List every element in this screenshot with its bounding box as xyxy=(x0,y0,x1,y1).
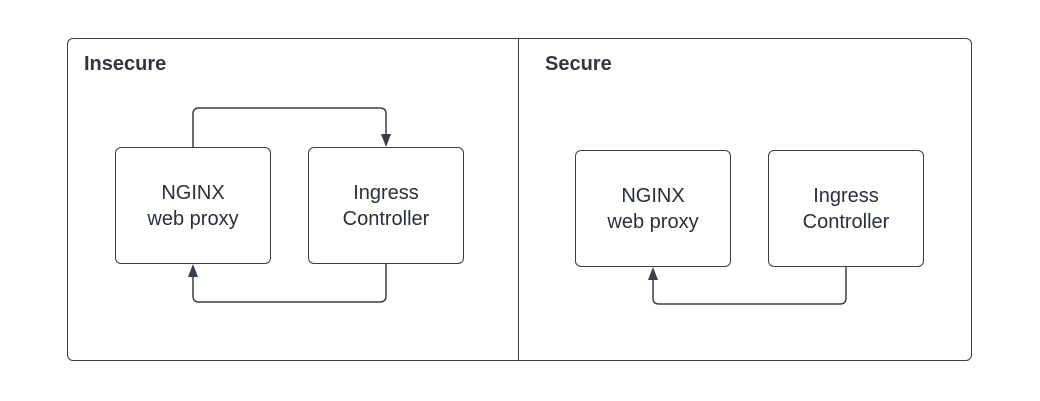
secure-nginx-node: NGINX web proxy xyxy=(575,150,731,267)
secure-nginx-label-line1: NGINX xyxy=(621,184,685,207)
secure-nginx-label-line2: web proxy xyxy=(607,210,699,233)
insecure-nginx-node: NGINX web proxy xyxy=(115,147,271,264)
insecure-ingress-label-line2: Controller xyxy=(342,207,430,230)
diagram-frame xyxy=(67,38,972,361)
panel-divider xyxy=(518,38,519,361)
insecure-nginx-label-line2: web proxy xyxy=(147,207,239,230)
insecure-ingress-label-line1: Ingress xyxy=(353,181,419,204)
insecure-panel-title: Insecure xyxy=(84,53,167,75)
secure-ingress-node: Ingress Controller xyxy=(768,150,924,267)
secure-ingress-label-line1: Ingress xyxy=(813,184,879,207)
insecure-ingress-node: Ingress Controller xyxy=(308,147,464,264)
secure-panel-title: Secure xyxy=(545,53,612,75)
insecure-nginx-label-line1: NGINX xyxy=(161,181,225,204)
secure-ingress-label-line2: Controller xyxy=(802,210,890,233)
